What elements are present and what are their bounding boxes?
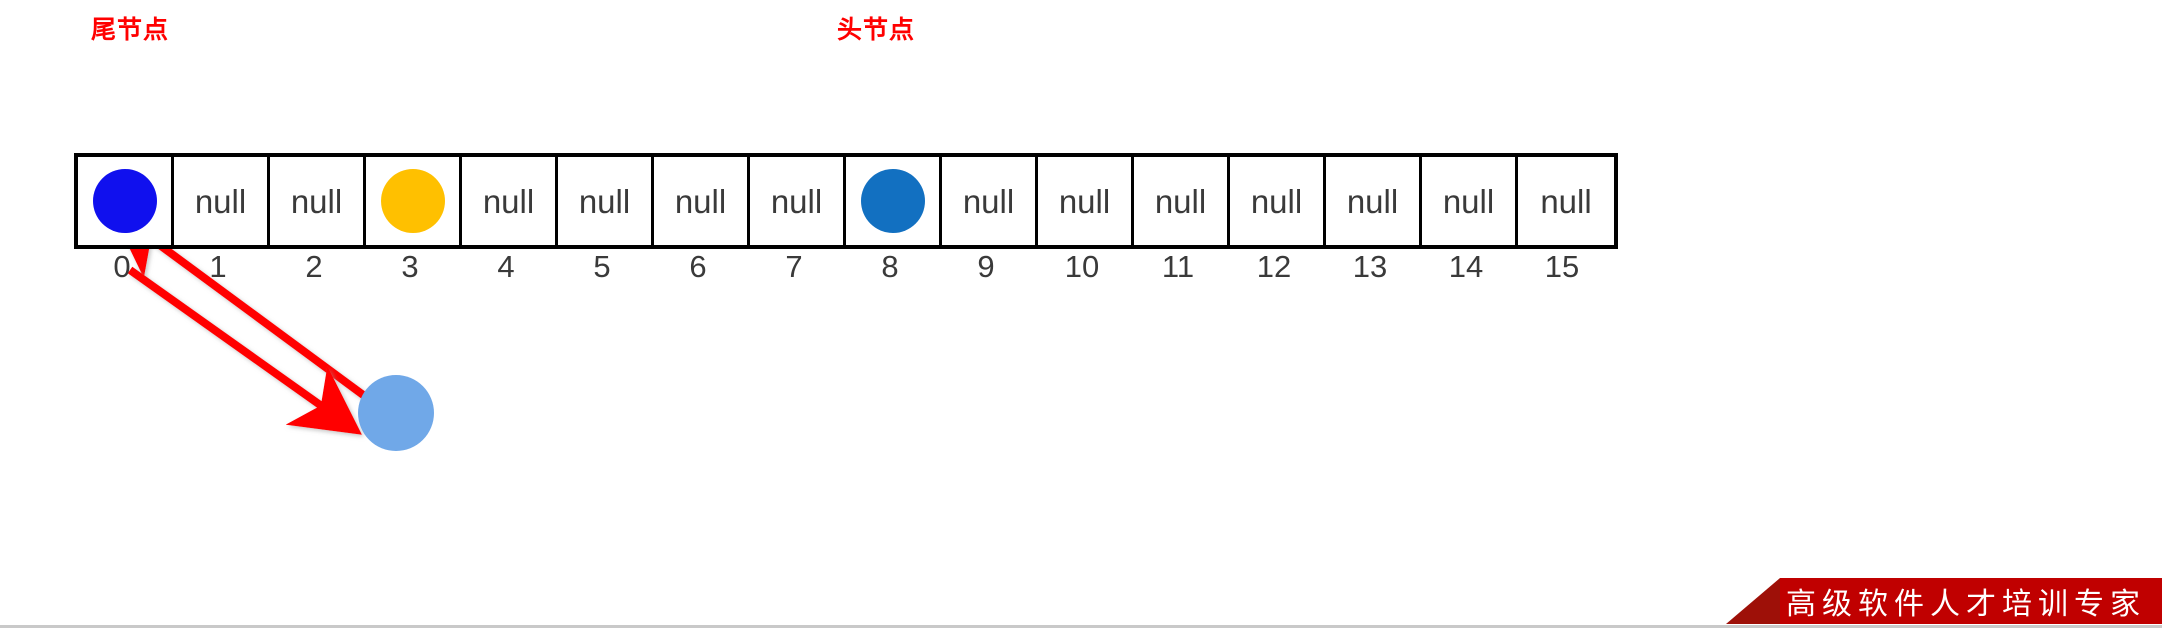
array-cell-4: null <box>462 157 558 245</box>
array-index-14: 14 <box>1448 249 1484 284</box>
array-cell-5: null <box>558 157 654 245</box>
array-container: null null null null null null null null null null… <box>74 153 1618 284</box>
link-out-of-cell-0 <box>127 266 362 435</box>
cell-null-text: null <box>482 182 535 220</box>
array-index-12: 12 <box>1256 249 1292 284</box>
free-node-circle <box>358 375 434 451</box>
cell-null-text: null <box>962 182 1015 220</box>
array-index-3: 3 <box>401 249 419 284</box>
array-index-11: 11 <box>1161 249 1195 284</box>
array-cell-8 <box>846 157 942 245</box>
array-cell-1: null <box>174 157 270 245</box>
array-index-2: 2 <box>305 249 323 284</box>
array-cell-14: null <box>1422 157 1518 245</box>
cell-null-text: null <box>578 182 631 220</box>
array-cells: null null null null null null null null null null… <box>74 153 1618 249</box>
cell-null-text: null <box>1250 182 1303 220</box>
cell-null-text: null <box>1346 182 1399 220</box>
cell-null-text: null <box>674 182 727 220</box>
node-circle-3 <box>380 169 445 233</box>
tail-node-label: 尾节点 <box>91 16 170 44</box>
watermark-bar: 高级软件人才培训专家 <box>1780 578 2162 624</box>
cell-null-text: null <box>1540 182 1592 220</box>
footer-divider <box>0 625 2162 628</box>
array-cell-15: null <box>1518 157 1614 245</box>
array-cell-13: null <box>1326 157 1422 245</box>
array-cell-10: null <box>1038 157 1134 245</box>
array-index-0: 0 <box>113 249 131 284</box>
cell-null-text: null <box>290 182 343 220</box>
array-index-5: 5 <box>593 249 611 284</box>
array-cell-3 <box>366 157 462 245</box>
node-circle-0 <box>92 169 157 233</box>
array-cell-0 <box>78 157 174 245</box>
watermark-banner: 高级软件人才培训专家 <box>1726 578 2162 624</box>
array-index-15: 15 <box>1544 249 1580 284</box>
cell-null-text: null <box>770 182 823 220</box>
array-cell-7: null <box>750 157 846 245</box>
cell-null-text: null <box>1442 182 1495 220</box>
array-index-9: 9 <box>977 249 995 284</box>
head-node-label: 头节点 <box>837 16 916 44</box>
array-cell-6: null <box>654 157 750 245</box>
array-index-4: 4 <box>497 249 515 284</box>
array-index-10: 10 <box>1064 249 1100 284</box>
watermark-text: 高级软件人才培训专家 <box>1786 588 2146 621</box>
array-index-7: 7 <box>785 249 803 284</box>
array-index-13: 13 <box>1352 249 1388 284</box>
cell-null-text: null <box>1058 182 1111 220</box>
array-index-1: 1 <box>209 249 227 284</box>
cell-null-text: null <box>1154 182 1207 220</box>
cell-null-text: null <box>194 182 247 220</box>
array-index-6: 6 <box>689 249 707 284</box>
array-index-8: 8 <box>881 249 899 284</box>
array-cell-11: null <box>1134 157 1230 245</box>
array-cell-12: null <box>1230 157 1326 245</box>
array-cell-9: null <box>942 157 1038 245</box>
watermark-triangle <box>1726 578 1780 624</box>
array-cell-2: null <box>270 157 366 245</box>
node-circle-8 <box>860 169 925 233</box>
